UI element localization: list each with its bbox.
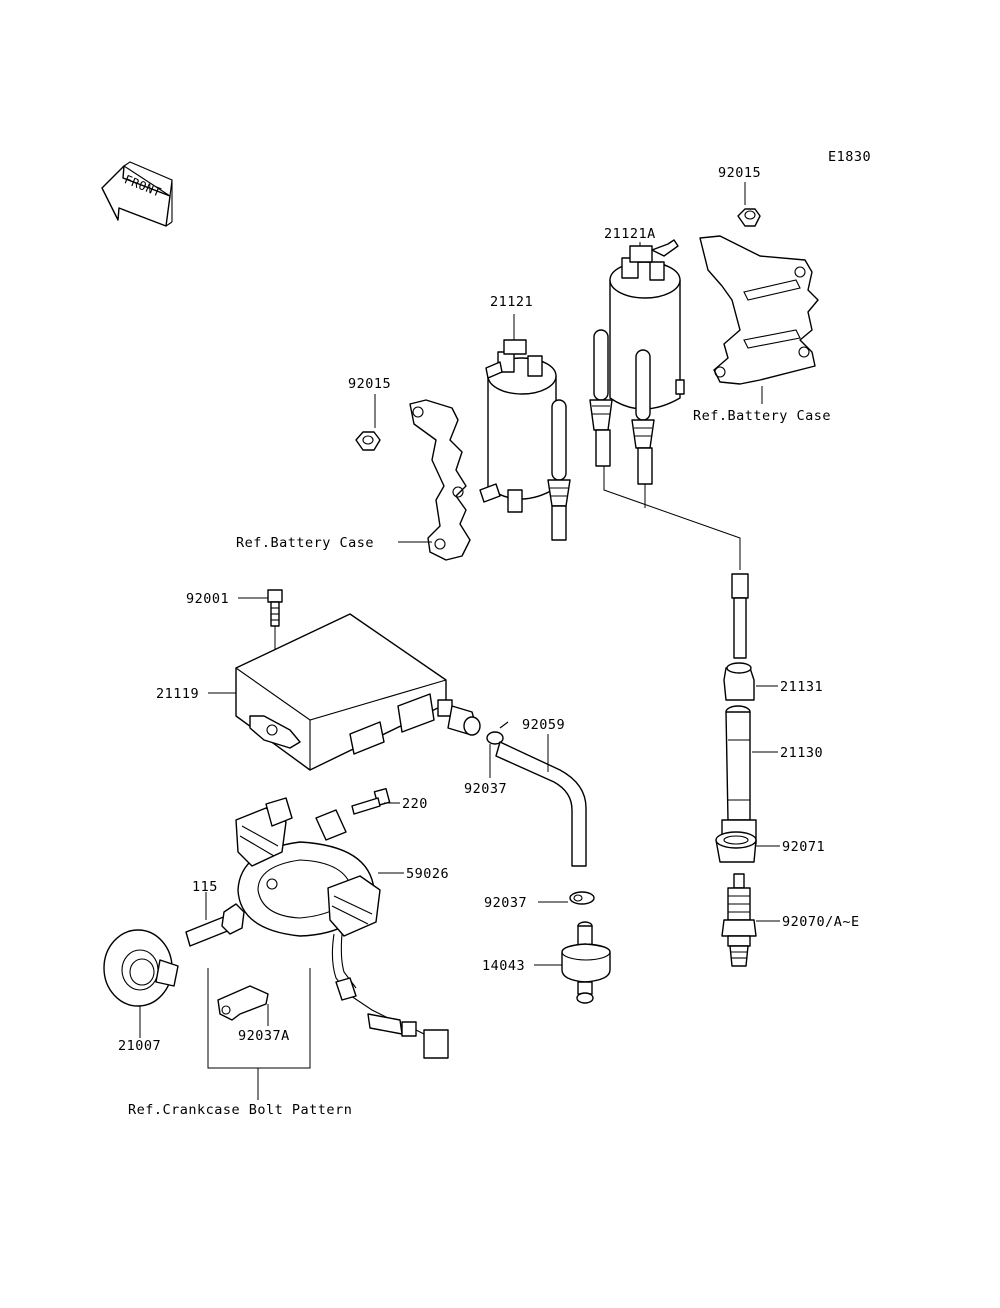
ref-battery-case-left: Ref.Battery Case [236,535,374,551]
callout-21119: 21119 [156,686,199,702]
vacuum-hose-92059 [495,741,587,867]
callout-92037-lower: 92037 [484,895,527,911]
callout-59026: 59026 [406,866,449,882]
callout-92071: 92071 [782,839,825,855]
plug-cap-nut-92071 [715,831,757,863]
ref-battery-case-right: Ref.Battery Case [693,408,831,424]
battery-case-bracket-left [409,399,471,561]
bolt-220 [351,787,391,815]
plug-cap-21131 [723,662,755,701]
timing-rotor-21007 [103,929,179,1007]
clamp-92037-lower [569,891,595,905]
bracket-92037A [217,985,269,1021]
igniter-box-21119 [235,613,481,771]
ref-crankcase-bolt-pattern: Ref.Crankcase Bolt Pattern [128,1102,352,1118]
front-arrow-icon: FRONT [101,161,173,227]
callout-115: 115 [192,879,218,895]
callout-92001: 92001 [186,591,229,607]
callout-92070: 92070/A~E [782,914,860,930]
valve-14043 [561,921,611,1004]
callout-14043: 14043 [482,958,525,974]
callout-92059: 92059 [522,717,565,733]
callout-21121A: 21121A [604,226,656,242]
callout-21130: 21130 [780,745,823,761]
plug-cap-21130 [721,705,757,845]
spark-plug-92070 [721,873,757,967]
high-tension-lead [731,573,749,659]
pickup-coil-59026 [235,797,449,1059]
callout-21121: 21121 [490,294,533,310]
callout-92015-left: 92015 [348,376,391,392]
callout-92037-upper: 92037 [464,781,507,797]
nut-92015-top [737,208,761,227]
callout-21131: 21131 [780,679,823,695]
callout-21007: 21007 [118,1038,161,1054]
bolt-115 [185,903,245,947]
callout-92015-top: 92015 [718,165,761,181]
clamp-92037-upper [486,721,509,745]
ignition-coil-21121A [589,239,685,485]
diagram-code: E1830 [828,149,871,165]
callout-220: 220 [402,796,428,812]
callout-92037A: 92037A [238,1028,290,1044]
bolt-92001 [267,589,283,627]
ignition-coil-21121 [479,339,571,541]
nut-92015-left [355,431,381,451]
battery-case-bracket-right [699,235,819,385]
